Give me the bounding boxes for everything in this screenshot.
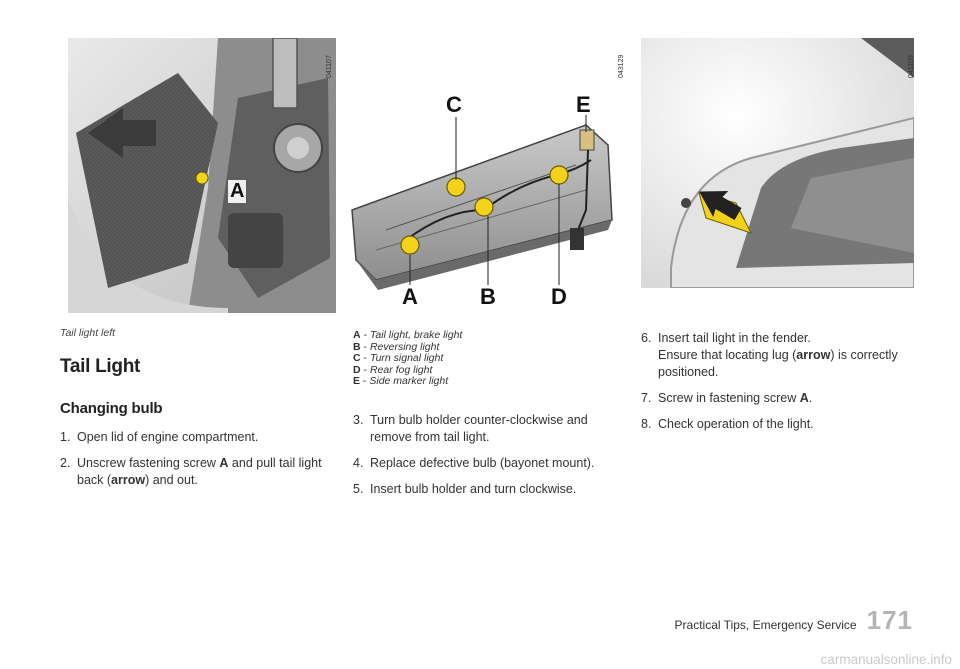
bulb-holder-illustration: C E A B D <box>346 70 618 310</box>
callout-label-a: A <box>402 284 418 309</box>
step-item: 8. Check operation of the light. <box>641 416 911 433</box>
legend-item: B - Reversing light <box>353 340 440 353</box>
page-number: 171 <box>866 605 913 635</box>
steps-list-col3: 6. Insert tail light in the fender.Ensur… <box>641 330 911 442</box>
section-subtitle: Changing bulb <box>60 400 163 417</box>
steps-list-col2: 3. Turn bulb holder counter-clockwise an… <box>353 412 603 507</box>
figure-code-left: 041107 <box>326 55 333 78</box>
step-item: 7. Screw in fastening screw A. <box>641 390 911 407</box>
step-number: 3. <box>353 413 364 427</box>
legend-item: E - Side marker light <box>353 375 449 387</box>
step-item: 5. Insert bulb holder and turn clockwise… <box>353 481 603 498</box>
step-text: Unscrew fastening screw A and pull tail … <box>77 456 322 487</box>
figure-code-right: 041109 <box>908 55 915 78</box>
step-text: Replace defective bulb (bayonet mount). <box>370 456 595 470</box>
step-text: Screw in fastening screw A. <box>658 391 813 405</box>
step-number: 4. <box>353 456 364 470</box>
fender-lug-illustration <box>641 38 914 288</box>
legend-item: A - Tail light, brake light <box>353 329 463 341</box>
step-number: 1. <box>60 430 71 444</box>
step-text: Check operation of the light. <box>658 417 814 431</box>
step-item: 4. Replace defective bulb (bayonet mount… <box>353 455 603 472</box>
section-title: Tail Light <box>60 356 141 377</box>
step-text: Insert tail light in the fender.Ensure t… <box>658 331 898 379</box>
tail-light-left-illustration: A <box>68 38 336 313</box>
step-text: Turn bulb holder counter-clockwise and r… <box>370 413 588 444</box>
step-item: 6. Insert tail light in the fender.Ensur… <box>641 330 911 381</box>
callout-label-a: A <box>228 180 247 203</box>
callout-label-c: C <box>446 92 462 117</box>
step-number: 6. <box>641 331 652 345</box>
step-number: 5. <box>353 482 364 496</box>
step-number: 8. <box>641 417 652 431</box>
steps-list-col1: 1. Open lid of engine compartment. 2. Un… <box>60 429 330 498</box>
footer-section-title: Practical Tips, Emergency Service <box>674 618 857 632</box>
figure-caption: Tail light left <box>60 327 116 339</box>
callout-legend: A - Tail light, brake light B - Reversin… <box>353 329 463 388</box>
figure-code-middle: 043129 <box>618 54 625 78</box>
callout-label-d: D <box>551 284 567 309</box>
step-item: 1. Open lid of engine compartment. <box>60 429 330 446</box>
step-number: 2. <box>60 456 71 470</box>
callout-label-e: E <box>576 92 591 117</box>
legend-item: C - Turn signal light <box>353 352 444 364</box>
watermark: carmanualsonline.info <box>820 652 952 667</box>
legend-item: D - Rear fog light <box>353 363 433 376</box>
step-item: 3. Turn bulb holder counter-clockwise an… <box>353 412 603 446</box>
step-item: 2. Unscrew fastening screw A and pull ta… <box>60 455 330 489</box>
step-text: Insert bulb holder and turn clockwise. <box>370 482 577 496</box>
step-number: 7. <box>641 391 652 405</box>
step-text: Open lid of engine compartment. <box>77 430 259 444</box>
callout-label-b: B <box>480 284 496 309</box>
page-footer: Practical Tips, Emergency Service 171 <box>675 605 913 636</box>
